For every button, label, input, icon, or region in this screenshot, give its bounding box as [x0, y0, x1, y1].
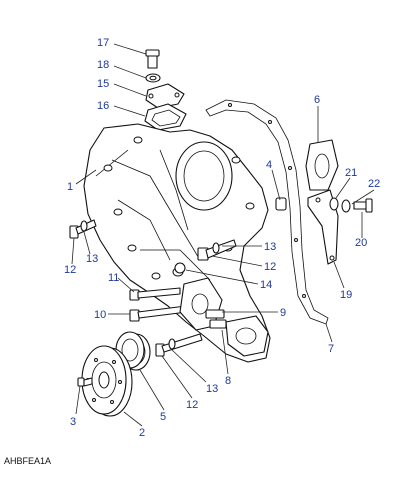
bolt-11 [129, 287, 181, 301]
callout-8: 8 [225, 375, 231, 387]
callout-10: 10 [94, 309, 106, 321]
washer-13-lower [168, 338, 176, 350]
callout-6: 6 [314, 94, 320, 106]
washer-13-mid [212, 242, 220, 254]
washer-13-left [80, 220, 88, 232]
callout-20: 20 [355, 237, 367, 249]
washer-18 [145, 73, 161, 83]
callout-14: 14 [260, 279, 272, 291]
callout-12-lower: 12 [186, 399, 198, 411]
callout-7: 7 [328, 343, 334, 355]
callout-12-upper-right: 12 [264, 261, 276, 273]
callout-labels: 17 18 15 16 6 1 4 21 22 20 13 12 13 12 1… [64, 37, 380, 439]
callout-22: 22 [368, 178, 380, 190]
callout-19: 19 [340, 289, 352, 301]
bracket-19 [307, 189, 339, 265]
figure-reference-code: AHBFEA1A [4, 456, 51, 466]
bolt-12-mid [197, 239, 237, 261]
callout-13-left: 13 [86, 253, 98, 265]
callout-3: 3 [70, 416, 76, 428]
gasket-16 [144, 103, 187, 131]
callout-18: 18 [97, 59, 109, 71]
callout-16: 16 [97, 100, 109, 112]
bolt-10 [129, 305, 188, 322]
timing-cover-1 [83, 123, 287, 363]
callout-4: 4 [266, 159, 272, 171]
callout-1: 1 [67, 181, 73, 193]
callout-11: 11 [108, 272, 119, 284]
callout-13-upper-right: 13 [264, 241, 276, 253]
cover-plate-15 [145, 83, 185, 109]
callout-13-lower: 13 [206, 383, 218, 395]
callout-21: 21 [345, 167, 357, 179]
stud-14 [174, 262, 186, 274]
pulley-2 [81, 345, 133, 417]
callout-2: 2 [139, 427, 145, 439]
callout-9: 9 [280, 307, 286, 319]
gasket-plate-6 [305, 139, 339, 191]
seal-21 [329, 197, 339, 211]
callout-17: 17 [97, 37, 109, 49]
bolt-17 [145, 49, 160, 69]
washer-22 [341, 199, 351, 213]
bolt-12-lower [155, 333, 203, 357]
bolt-8 [209, 319, 227, 329]
callout-5: 5 [160, 411, 166, 423]
callout-12-left: 12 [64, 264, 76, 276]
screw-3 [77, 377, 93, 387]
leader-lines [71, 43, 375, 427]
bolt-20 [353, 198, 373, 213]
callout-15: 15 [97, 78, 109, 90]
